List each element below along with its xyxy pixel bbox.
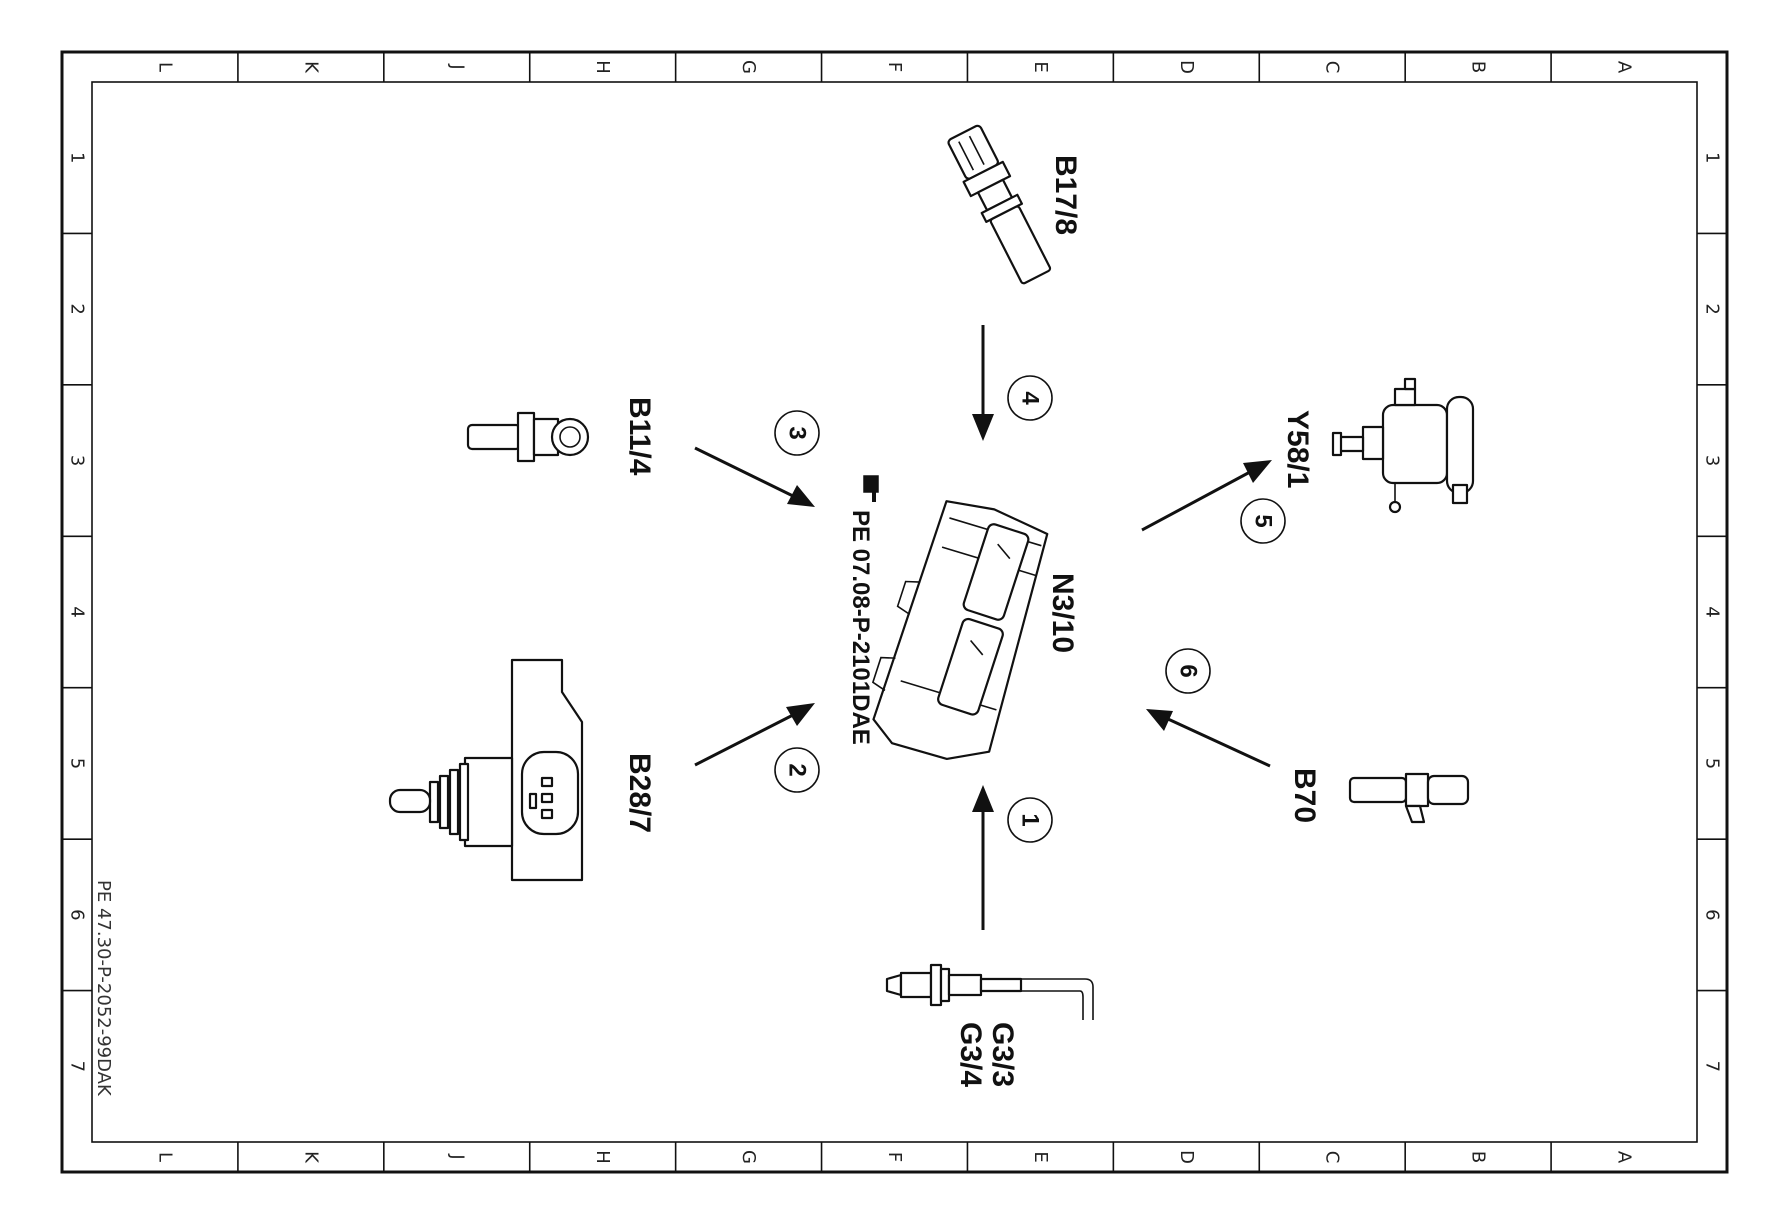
grid-column-label: F: [884, 62, 905, 72]
grid-ticks: [62, 52, 1727, 1172]
grid-column-label: L: [154, 62, 175, 72]
label-b17-8: B17/8: [1049, 155, 1082, 235]
step-5-label: 5: [1250, 514, 1277, 527]
pointing-hand-icon: [863, 475, 879, 502]
grid-row-label: 1: [67, 152, 88, 163]
grid-row-label: 3: [67, 455, 88, 466]
label-g3-4: G3/4: [954, 1022, 987, 1087]
arrow-2: [694, 703, 815, 767]
label-g3-3: G3/3: [986, 1022, 1019, 1087]
grid-row-label: 5: [67, 758, 88, 769]
label-n3-10: N3/10: [1046, 573, 1079, 653]
step-6-label: 6: [1175, 664, 1202, 677]
y58-1-valve-drawing: [1331, 377, 1475, 514]
label-b11-4: B11/4: [623, 397, 656, 476]
grid-column-label: J: [446, 63, 467, 69]
step-marker-6: 6: [1165, 648, 1211, 694]
grid-column-label: G: [738, 1150, 759, 1164]
step-markers: 1 2 3 4 5 6: [774, 375, 1286, 843]
grid-column-label: C: [1322, 1151, 1343, 1164]
grid-column-label: K: [300, 61, 321, 74]
grid-row-label: 5: [1702, 758, 1723, 769]
step-3-label: 3: [784, 426, 811, 439]
label-y58-1: Y58/1: [1281, 410, 1314, 488]
grid-column-label: A: [1614, 1151, 1635, 1164]
grid-rows-right: 1 2 3 4 5 6 7: [1702, 152, 1723, 1072]
step-1-label: 1: [1017, 813, 1044, 826]
grid-column-label: K: [300, 1151, 321, 1164]
grid-rows-left: 1 2 3 4 5 6 7: [67, 152, 88, 1072]
arrow-3: [694, 446, 815, 507]
grid-column-label: G: [738, 60, 759, 74]
step-4-label: 4: [1017, 391, 1044, 405]
grid-column-label: A: [1614, 61, 1635, 74]
step-2-label: 2: [784, 763, 811, 776]
label-b28-7: B28/7: [623, 753, 656, 833]
grid-row-label: 1: [1702, 152, 1723, 163]
grid-column-label: J: [446, 1153, 467, 1159]
step-marker-4: 4: [1007, 375, 1053, 421]
b28-7-sensor-drawing: [388, 658, 584, 882]
b17-8-sensor-drawing: [947, 124, 1052, 285]
reference-link[interactable]: PE 07.08-P-2101DAE: [847, 510, 874, 745]
g3-3-g3-4-oxygen-sensor-drawing: [885, 963, 1094, 1020]
grid-column-label: C: [1322, 61, 1343, 74]
reference-note: PE 07.08-P-2101DAE: [847, 475, 879, 745]
grid-row-label: 4: [67, 606, 88, 617]
document-id: PE 47.30-P-2052-99DAK: [93, 880, 114, 1097]
drawing-frame: [60, 50, 1729, 1174]
grid-row-label: 2: [67, 303, 88, 314]
b11-4-sensor-drawing: [466, 411, 590, 463]
grid-column-label: B: [1468, 61, 1489, 73]
grid-row-label: 3: [1702, 455, 1723, 466]
step-marker-5: 5: [1240, 498, 1286, 544]
grid-column-label: F: [884, 1152, 905, 1162]
signal-arrows: [694, 325, 1272, 930]
arrow-4: [972, 325, 994, 441]
grid-column-label: L: [154, 1152, 175, 1162]
step-marker-1: 1: [1007, 797, 1053, 843]
grid-row-label: 4: [1702, 606, 1723, 617]
label-b70: B70: [1288, 768, 1321, 823]
grid-column-label: H: [592, 1150, 613, 1164]
grid-row-label: 7: [67, 1061, 88, 1072]
arrow-1: [972, 785, 994, 930]
grid-row-label: 6: [67, 909, 88, 920]
step-marker-3: 3: [774, 410, 820, 456]
arrow-6: [1146, 709, 1271, 768]
grid-column-label: D: [1176, 1150, 1197, 1164]
grid-column-label: E: [1030, 61, 1051, 72]
grid-column-label: D: [1176, 60, 1197, 74]
step-marker-2: 2: [774, 747, 820, 793]
grid-row-label: 6: [1702, 909, 1723, 920]
grid-row-label: 7: [1702, 1061, 1723, 1072]
grid-row-label: 2: [1702, 303, 1723, 314]
grid-column-label: B: [1468, 1151, 1489, 1163]
grid-column-label: E: [1030, 1151, 1051, 1162]
n3-10-control-unit-drawing: [871, 500, 1049, 761]
b70-sensor-drawing: [1348, 772, 1470, 824]
grid-column-label: H: [592, 60, 613, 74]
arrow-5: [1141, 460, 1272, 532]
